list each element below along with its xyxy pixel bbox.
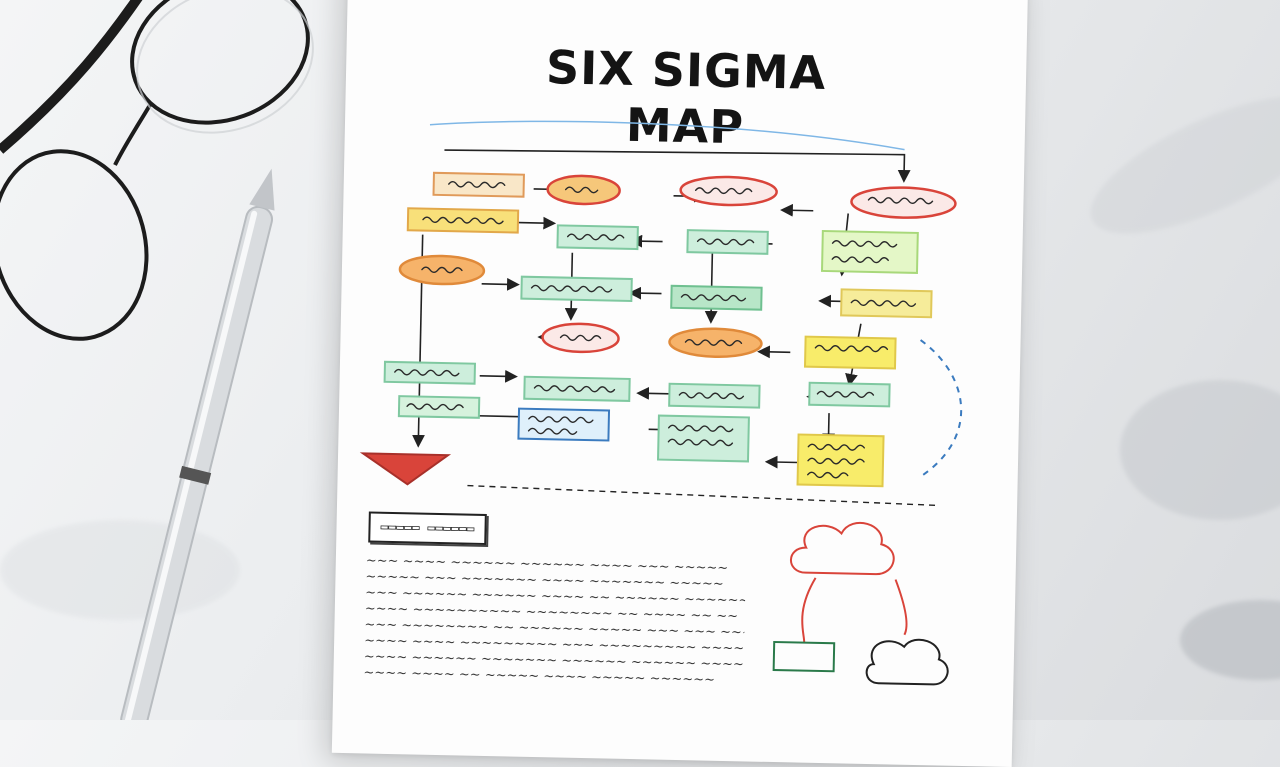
process-map-diagram (359, 120, 963, 686)
notes-header-box: ▭▭▭▭▭ ▭▭▭▭▭▭ (368, 511, 487, 545)
eyeglasses (0, 0, 314, 341)
six-sigma-document: SIX SIGMA MAP (331, 0, 1029, 767)
terminal-shape (359, 452, 452, 486)
marble-surface (0, 69, 1280, 680)
notes-text-block: ~~~ ~~~~ ~~~~~~ ~~~~~~ ~~~~ ~~~ ~~~~~ ~~… (363, 553, 746, 689)
pen (120, 168, 275, 720)
